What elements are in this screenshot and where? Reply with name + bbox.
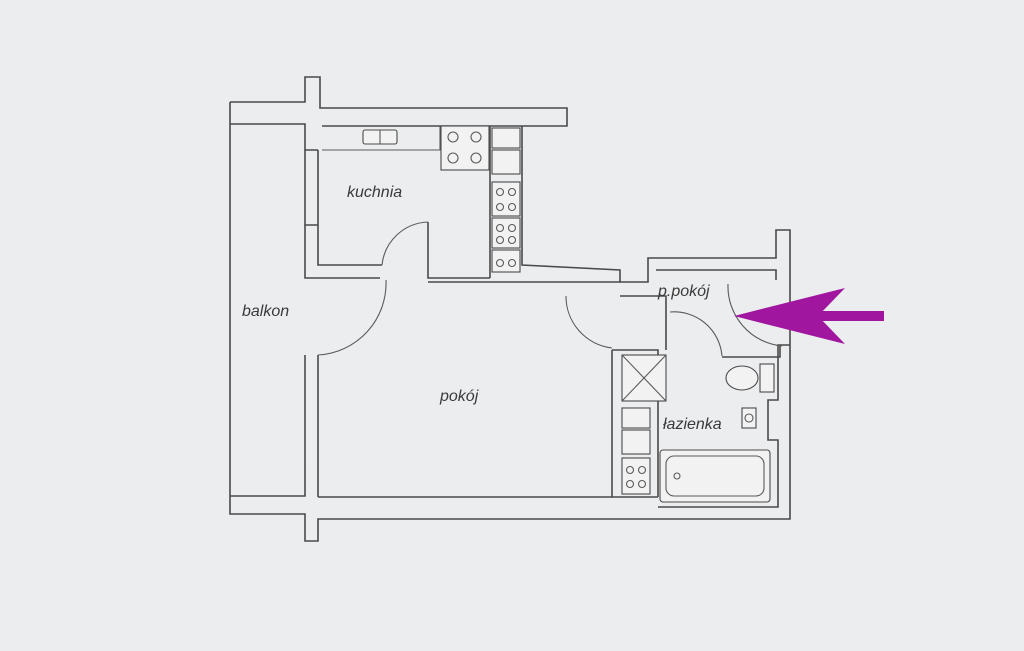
bathroom-fixtures [621,354,775,503]
room-label-room: pokój [440,388,479,405]
pointer-arrow [734,288,884,344]
room-label-kitchen: kuchnia [347,184,403,201]
kitchen-fixtures [322,125,521,273]
outer-walls [229,76,791,542]
room-label-bathroom: łazienka [663,416,722,433]
door-swings [317,221,783,357]
room-label-hall: p.pokój [658,283,710,300]
room-label-balcony: balkon [242,303,290,320]
